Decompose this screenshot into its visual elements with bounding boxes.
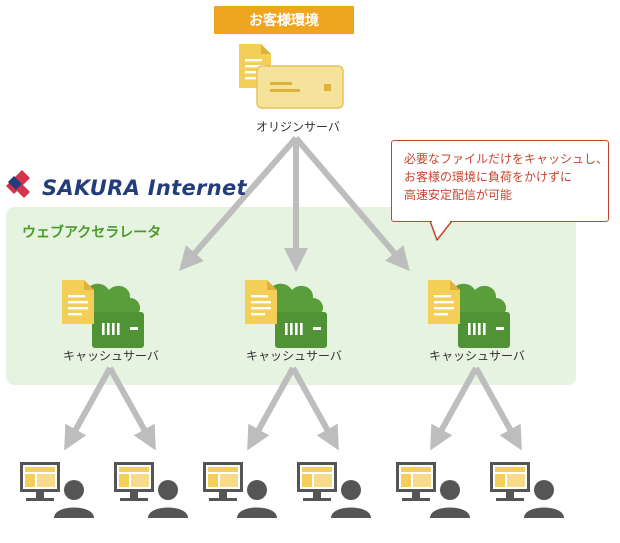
cache-to-client-arrows [64, 366, 522, 451]
cache-server-label: キャッシュサーバ [63, 349, 159, 363]
sakura-logo-mark [6, 170, 30, 198]
monitor-user-icon [114, 462, 188, 518]
origin-server-label: オリジンサーバ [256, 120, 340, 134]
callout-line: 高速安定配信が可能 [404, 188, 513, 202]
cache-server-label: キャッシュサーバ [246, 349, 342, 363]
accelerator-title: ウェブアクセラレータ [22, 225, 162, 241]
origin-banner: お客様環境 [214, 6, 354, 34]
monitor-user-icon [297, 462, 371, 518]
document-server-icon [239, 44, 344, 109]
monitor-user-icon [203, 462, 277, 518]
cache-server-label: キャッシュサーバ [429, 349, 525, 363]
callout-joint [432, 219, 450, 223]
callout-line: 必要なファイルだけをキャッシュし、 [404, 152, 609, 166]
monitor-user-icon [396, 462, 470, 518]
brand-name: SAKURA Internet [42, 176, 247, 200]
monitor-user-icon [490, 462, 564, 518]
callout-line: お客様の環境に負荷をかけずに [404, 170, 573, 184]
monitor-user-icon [20, 462, 94, 518]
callout-box: 必要なファイルだけをキャッシュし、 お客様の環境に負荷をかけずに 高速安定配信が… [391, 140, 609, 222]
origin-to-cache-arrows [179, 136, 410, 272]
